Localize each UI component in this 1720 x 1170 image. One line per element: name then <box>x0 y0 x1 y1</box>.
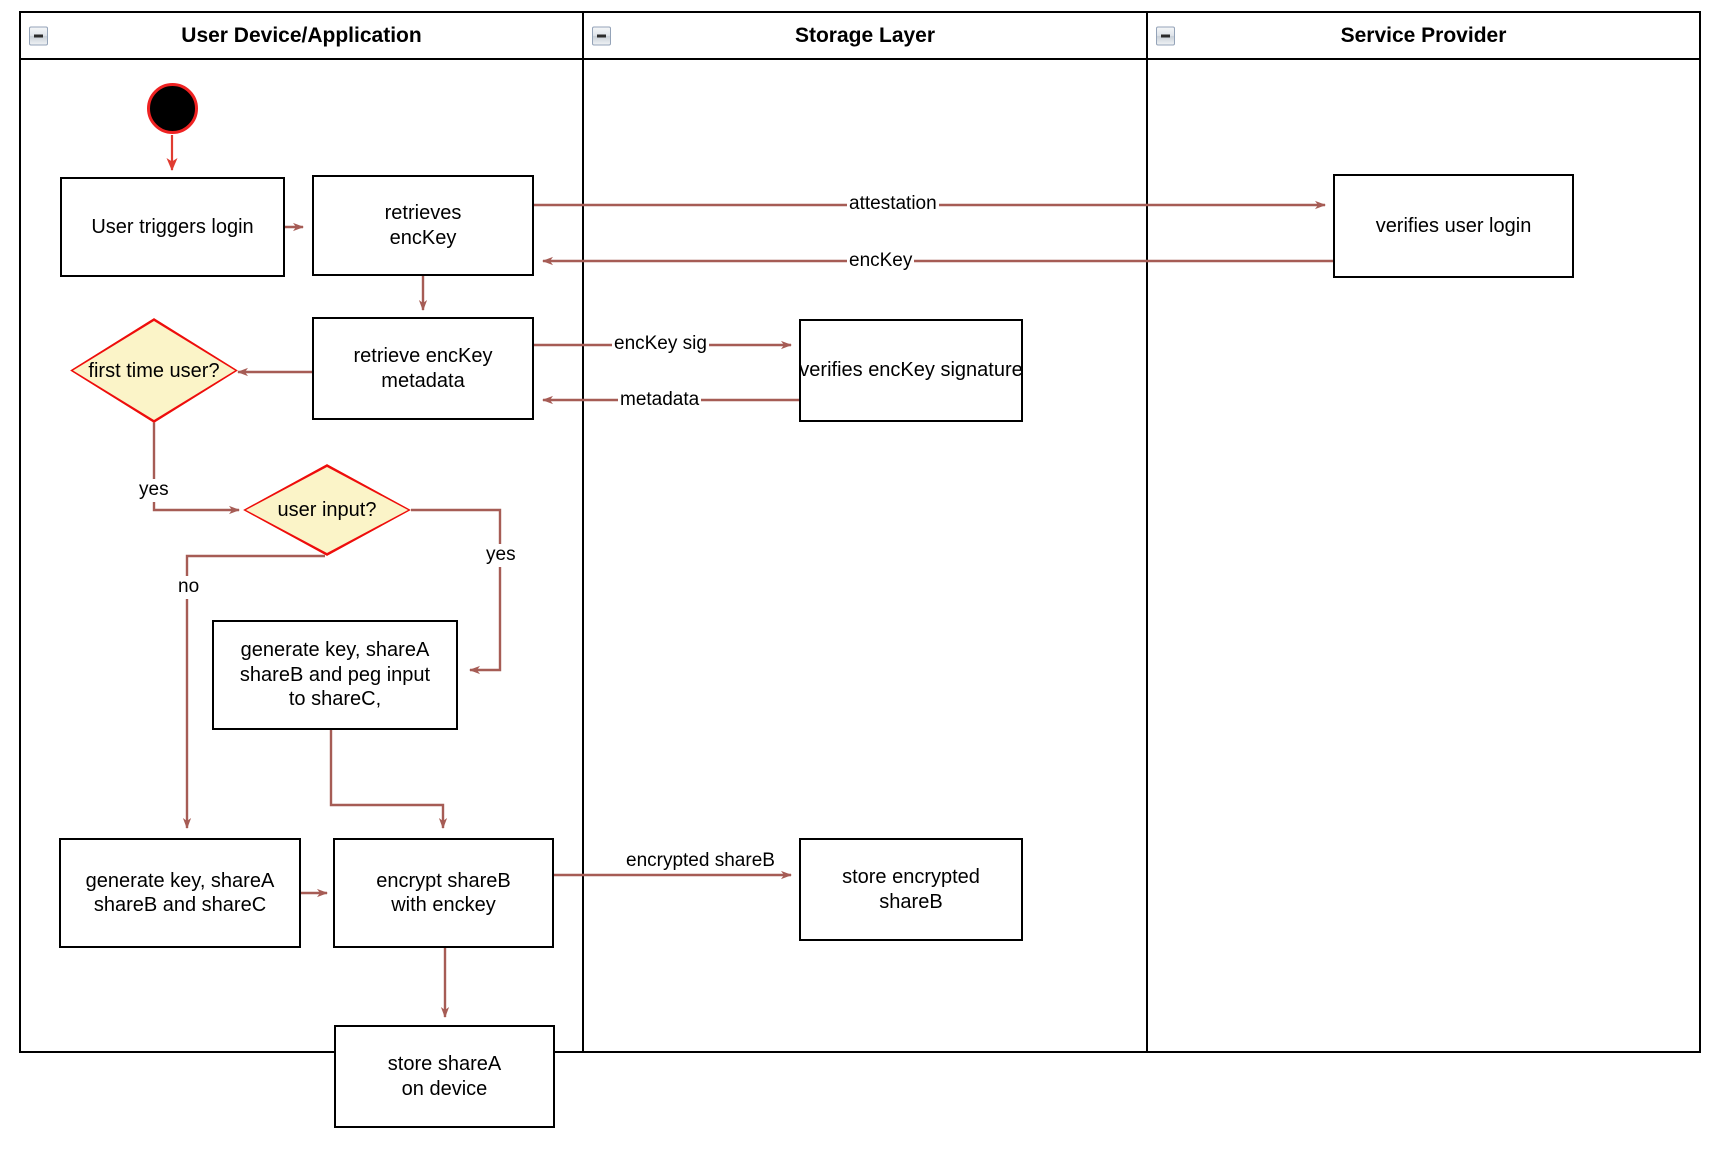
lane-body-storage-layer <box>584 60 1148 1051</box>
activity-store-encrypted-shareb[interactable]: store encrypted shareB <box>799 838 1023 941</box>
decision-label-line1: first time <box>88 359 164 382</box>
activity-label-line2: shareB and shareC <box>93 894 267 916</box>
diagram-frame <box>19 11 1701 1053</box>
lane-title-user-device: User Device/Application <box>181 23 422 47</box>
edge-label-line2: shareB <box>714 850 775 871</box>
minus-box-icon[interactable] <box>29 26 48 45</box>
lane-header-user-device[interactable]: User Device/Application <box>21 13 584 60</box>
activity-retrieve-enckey-metadata[interactable]: retrieve encKey metadata <box>312 317 534 420</box>
activity-retrieves-enckey[interactable]: retrieves encKey <box>312 175 534 276</box>
minus-box-icon[interactable] <box>592 26 611 45</box>
activity-label-line1: store shareA <box>387 1053 502 1076</box>
edge-label-line1: encrypted <box>626 850 710 871</box>
activity-label: verifies encKey signature <box>799 359 1023 382</box>
edge-label-first-time-yes: yes <box>137 479 171 502</box>
edge-label-user-input-no: no <box>176 576 202 599</box>
minus-box-icon[interactable] <box>1156 26 1175 45</box>
activity-label-line3: to shareC, <box>288 688 382 711</box>
edge-label-enckey: encKey <box>847 250 915 273</box>
lane-title-storage-layer: Storage Layer <box>794 23 936 47</box>
activity-verifies-user-login[interactable]: verifies user login <box>1333 174 1574 278</box>
edge-label-encrypted-shareb: encrypted shareB <box>624 850 777 873</box>
activity-label-line2: shareB <box>879 890 943 913</box>
edge-label-metadata: metadata <box>618 389 702 412</box>
lane-header-service-provider[interactable]: Service Provider <box>1148 13 1699 60</box>
activity-label-line1: encrypt shareB <box>376 869 511 892</box>
activity-label-line1: store encrypted <box>842 866 980 889</box>
initial-node-icon <box>147 83 198 134</box>
activity-label-line2: metadata <box>381 369 465 392</box>
activity-label-line1: generate key, shareA <box>240 639 430 662</box>
activity-label-line1: retrieves <box>384 202 462 225</box>
edge-label-attestation: attestation <box>847 193 939 216</box>
activity-label: User triggers login <box>91 215 254 238</box>
activity-label-line1: retrieve encKey <box>353 345 493 368</box>
activity-label: verifies user login <box>1375 214 1532 237</box>
decision-label-line2: user? <box>169 359 220 382</box>
edge-label-user-input-yes: yes <box>484 544 518 567</box>
activity-label-line2: shareB and peg input <box>239 663 431 686</box>
activity-generate-shares[interactable]: generate key, shareA shareB and shareC <box>59 838 301 948</box>
activity-label-line2: with enckey <box>391 894 496 916</box>
activity-user-triggers-login[interactable]: User triggers login <box>60 177 285 277</box>
lane-body-user-device <box>21 60 584 1051</box>
decision-label: user input? <box>277 499 377 521</box>
activity-store-sharea[interactable]: store shareA on device <box>334 1025 555 1128</box>
activity-verifies-enckey-signature[interactable]: verifies encKey signature <box>799 319 1023 422</box>
lane-header-storage-layer[interactable]: Storage Layer <box>584 13 1148 60</box>
activity-encrypt-shareb[interactable]: encrypt shareB with enckey <box>333 838 554 948</box>
activity-label-line2: on device <box>401 1077 488 1100</box>
activity-label-line1: generate key, shareA <box>85 869 275 892</box>
edge-label-enckey-sig: encKey sig <box>612 333 709 356</box>
activity-generate-peg-input[interactable]: generate key, shareA shareB and peg inpu… <box>212 620 458 730</box>
lane-title-service-provider: Service Provider <box>1340 23 1507 47</box>
activity-label-line2: encKey <box>389 226 457 249</box>
